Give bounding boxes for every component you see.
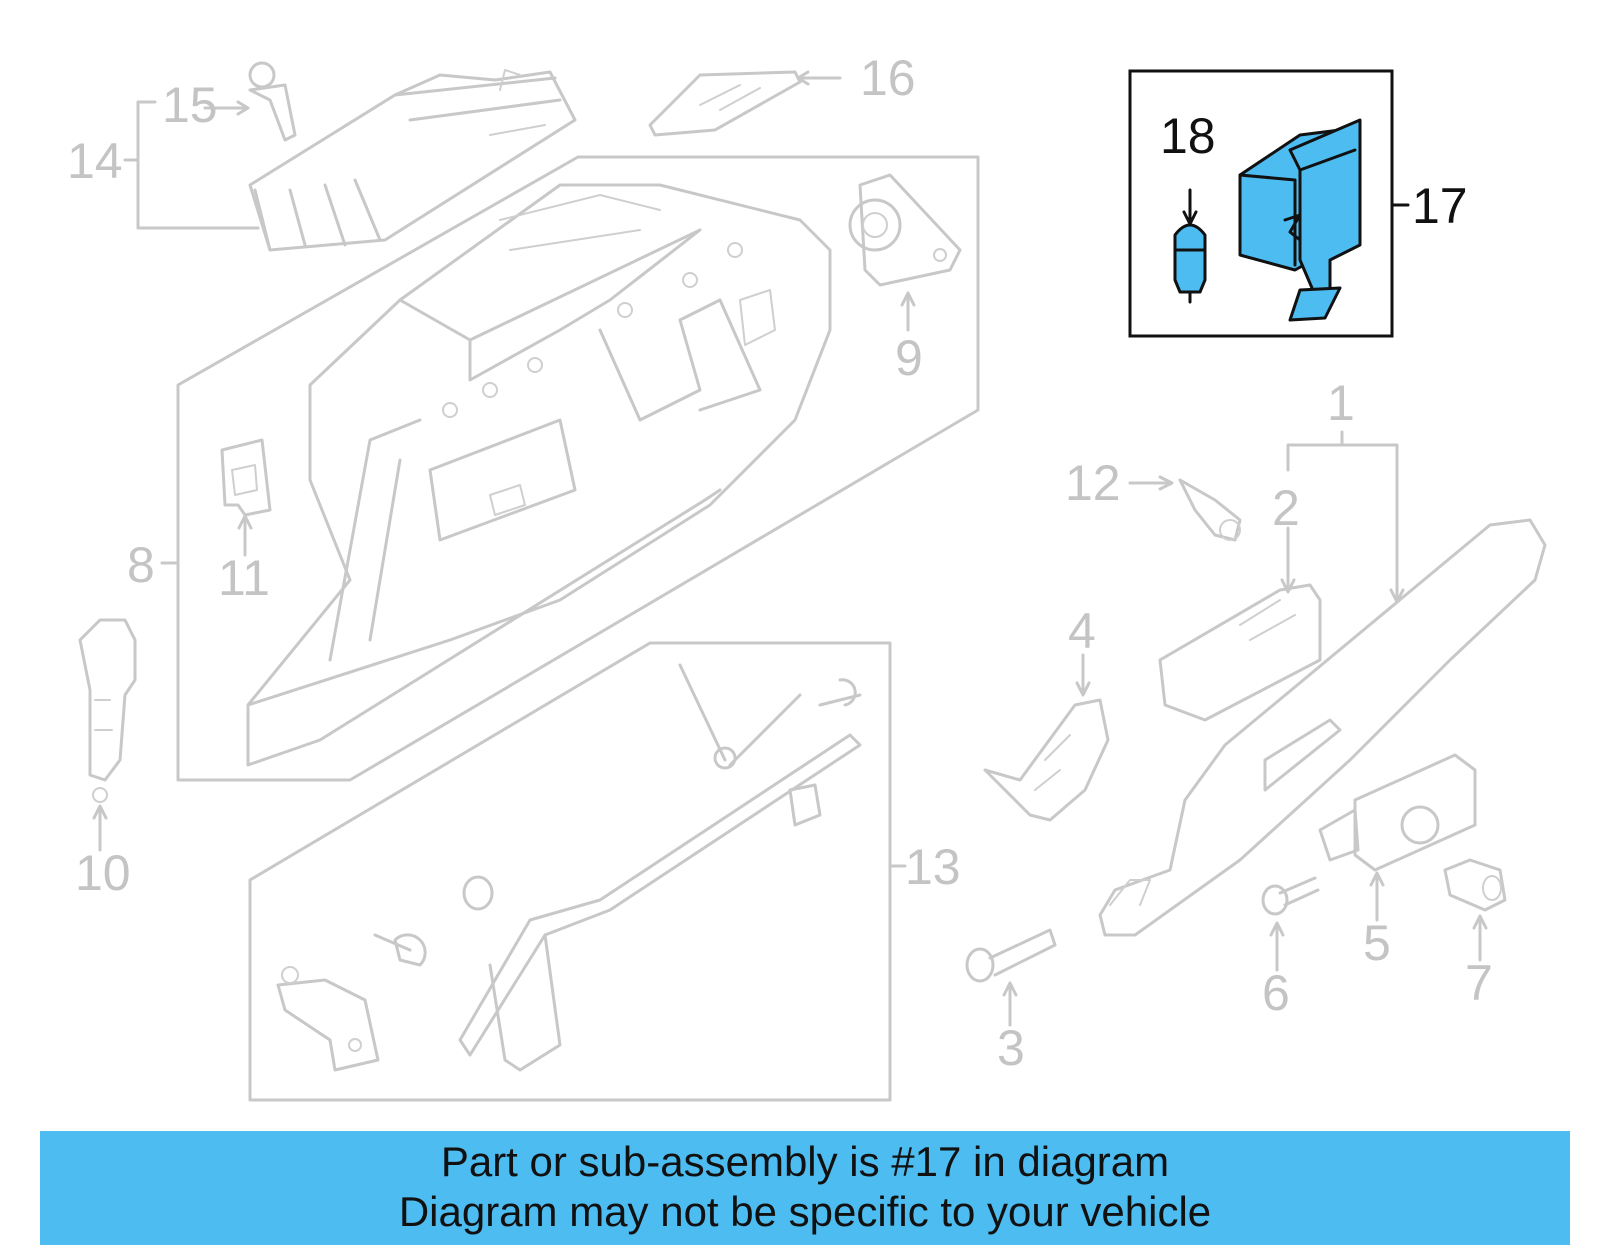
- part-16-cover[interactable]: [648, 70, 802, 137]
- part-8-glove-box[interactable]: [246, 183, 832, 767]
- part-4-bracket[interactable]: [983, 698, 1110, 822]
- part-8-glove-box-frame[interactable]: [176, 155, 980, 782]
- part-13-kit-frame[interactable]: [248, 641, 892, 1102]
- info-banner: Part or sub-assembly is #17 in diagram D…: [40, 1131, 1570, 1245]
- callout-12: 12: [1065, 455, 1121, 511]
- part-17-lamp-assembly[interactable]: [1238, 118, 1362, 322]
- part-14-housing[interactable]: [248, 69, 577, 252]
- callout-5: 5: [1363, 915, 1391, 971]
- part-6-screw[interactable]: [1261, 876, 1320, 916]
- callout-15: 15: [162, 77, 218, 133]
- callout-17: 17: [1412, 178, 1468, 234]
- part-2-latch-housing[interactable]: [1158, 583, 1322, 722]
- part-7-clip[interactable]: [1443, 858, 1507, 912]
- part-12-screw[interactable]: [1178, 478, 1242, 542]
- part-18-bulb[interactable]: [1173, 223, 1207, 304]
- callout-2: 2: [1272, 480, 1300, 536]
- part-5-lock[interactable]: [1318, 753, 1477, 872]
- callout-11: 11: [218, 550, 270, 606]
- part-13-linkage[interactable]: [276, 663, 862, 1072]
- part-10-hinge[interactable]: [78, 618, 137, 803]
- part-11-clip[interactable]: [220, 438, 272, 517]
- banner-line-1: Part or sub-assembly is #17 in diagram: [440, 1138, 1170, 1185]
- banner-line-2: Diagram may not be specific to your vehi…: [398, 1188, 1212, 1235]
- callout-6: 6: [1262, 965, 1290, 1021]
- callout-4: 4: [1068, 603, 1096, 659]
- part-9-vent[interactable]: [848, 173, 962, 287]
- part-15-clip[interactable]: [248, 61, 297, 142]
- callout-14: 14: [67, 133, 123, 189]
- callout-13: 13: [905, 839, 961, 895]
- callout-1: 1: [1327, 375, 1355, 431]
- part-3-pin[interactable]: [965, 928, 1057, 983]
- callout-18: 18: [1160, 108, 1216, 164]
- callout-9: 9: [895, 330, 923, 386]
- callout-10: 10: [75, 845, 131, 901]
- callout-3: 3: [997, 1020, 1025, 1076]
- callout-8: 8: [127, 537, 155, 593]
- part-1-glove-box-door[interactable]: [1098, 518, 1547, 937]
- callout-16: 16: [860, 50, 916, 106]
- callout-7: 7: [1465, 955, 1493, 1011]
